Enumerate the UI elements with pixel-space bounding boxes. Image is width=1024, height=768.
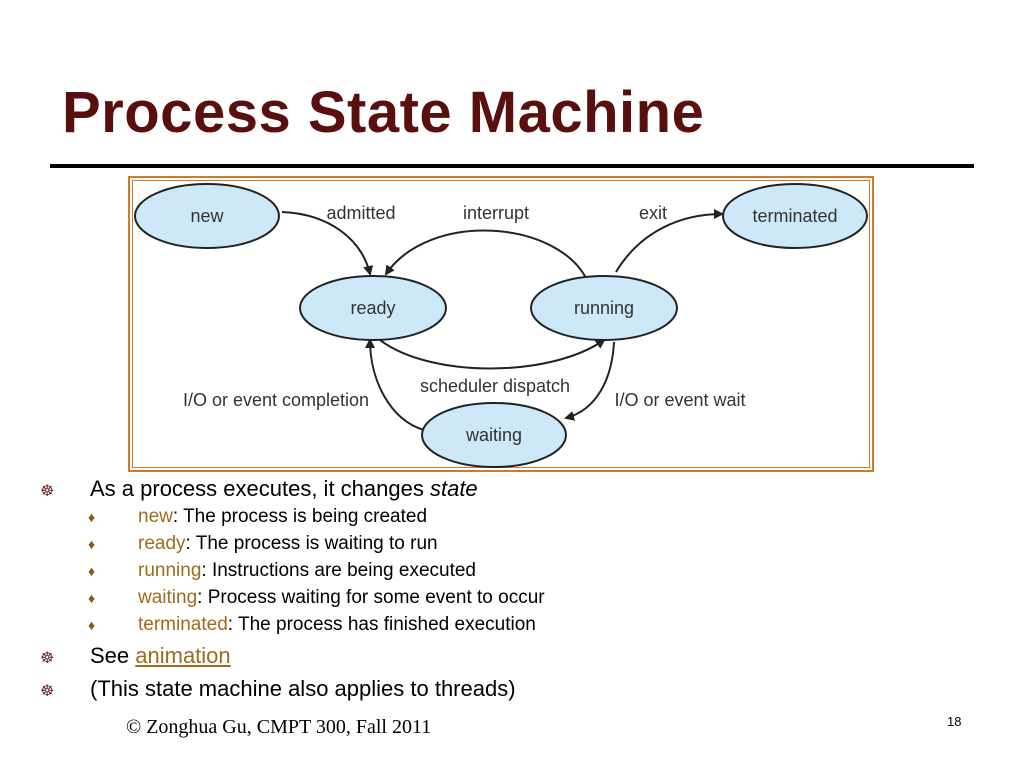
state-ready-label: ready [350,298,395,318]
slide-footer: © Zonghua Gu, CMPT 300, Fall 2011 [126,716,432,738]
sub-bullet-terminated: ♦ terminated: The process has finished ex… [88,612,536,638]
slide-title: Process State Machine [62,80,705,145]
desc-running: : Instructions are being executed [201,560,476,581]
desc-new: : The process is being created [172,506,428,527]
state-emphasis: state [429,476,478,501]
label-exit: exit [639,203,667,223]
sub-bullet-marker-icon: ♦ [88,563,96,579]
edge-exit [615,209,724,273]
edge-interrupt [384,229,589,283]
bullet-marker-icon: ☸ [40,650,55,667]
edge-io-wait [564,341,615,421]
label-admitted: admitted [326,203,395,223]
bullet-see-animation: ☸See animation [40,641,231,674]
edge-scheduler-dispatch [379,338,606,370]
edge-io-completion [365,338,425,431]
label-io-completion: I/O or event completion [183,390,369,410]
bullet-marker-icon: ☸ [40,683,55,700]
state-waiting-label: waiting [465,425,522,445]
label-interrupt: interrupt [463,203,529,223]
state-running-shape [530,275,678,341]
state-running: running [530,275,678,341]
desc-terminated: : The process has finished execution [227,614,536,635]
bullet-intro: ☸ As a process executes, it changes state [40,474,478,507]
state-terminated-shape [722,183,868,249]
term-running: running [138,560,202,581]
desc-ready: : The process is waiting to run [185,533,438,554]
state-waiting-shape [421,402,567,468]
state-terminated: terminated [722,183,868,249]
sub-bullet-ready: ♦ ready: The process is waiting to run [88,531,438,557]
term-terminated: terminated [138,614,228,635]
state-terminated-label: terminated [752,206,837,226]
animation-link[interactable]: animation [135,643,231,668]
state-new: new [134,183,280,249]
state-new-shape [134,183,280,249]
desc-waiting: : Process waiting for some event to occu… [197,587,545,608]
state-ready: ready [299,275,447,341]
bullet-marker-icon: ☸ [40,483,55,500]
bullet-threads-note: ☸ (This state machine also applies to thr… [40,674,516,707]
title-divider [50,164,974,168]
state-waiting: waiting [421,402,567,468]
threads-note-text: (This state machine also applies to thre… [90,676,516,701]
term-new: new [138,506,173,527]
page-number: 18 [947,714,962,729]
label-scheduler-dispatch: scheduler dispatch [420,376,570,396]
term-waiting: waiting [138,587,198,608]
sub-bullet-marker-icon: ♦ [88,536,96,552]
label-io-wait: I/O or event wait [614,390,745,410]
state-ready-shape [299,275,447,341]
sub-bullet-marker-icon: ♦ [88,590,96,606]
sub-bullet-new: ♦ new: The process is being created [88,504,427,530]
state-new-label: new [190,206,224,226]
state-running-label: running [574,298,634,318]
edge-admitted [281,211,374,276]
sub-bullet-running: ♦ running: Instructions are being execute… [88,558,476,584]
bullet-intro-text: As a process executes, it changes state [90,476,478,501]
sub-bullet-waiting: ♦ waiting: Process waiting for some event… [88,585,545,611]
sub-bullet-marker-icon: ♦ [88,509,96,525]
sub-bullet-marker-icon: ♦ [88,617,96,633]
term-ready: ready [138,533,186,554]
